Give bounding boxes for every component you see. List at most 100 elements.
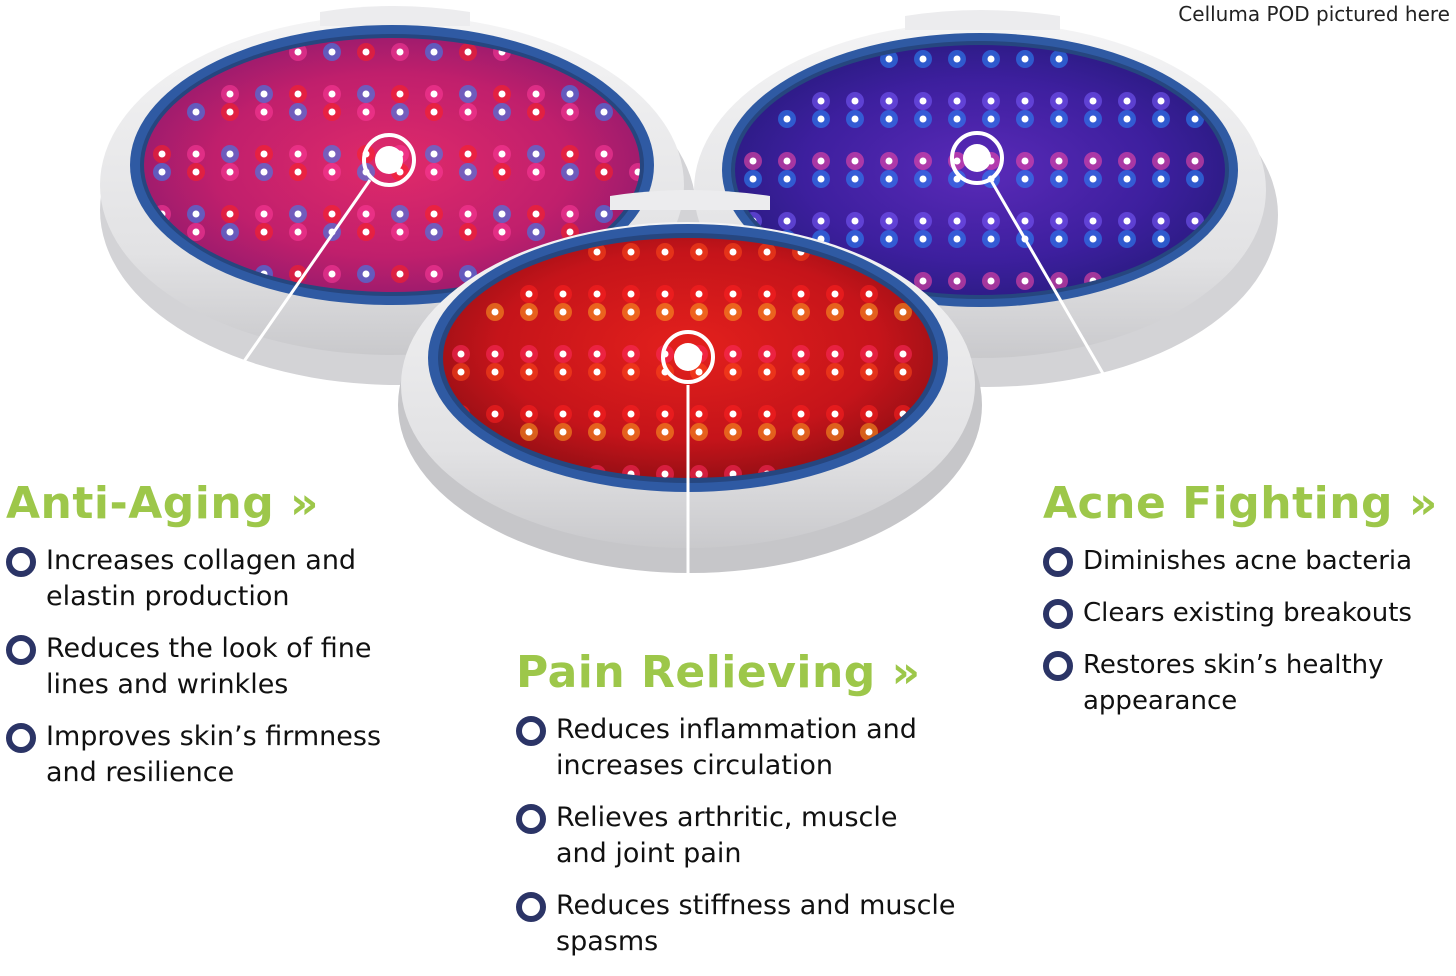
callout-ring-pain — [661, 330, 715, 384]
led-core — [593, 248, 601, 256]
led-core — [661, 308, 669, 316]
benefit-acne-fighting: Acne Fighting » Diminishes acne bacteria… — [1043, 478, 1456, 735]
led-core — [627, 428, 635, 436]
benefit-item: Increases collagen and elastin productio… — [6, 543, 426, 615]
led-core — [695, 470, 703, 478]
led-core — [491, 308, 499, 316]
led-core — [797, 308, 805, 316]
led-core — [763, 368, 771, 376]
benefit-list: Increases collagen and elastin productio… — [6, 543, 426, 791]
bullet-ring-icon — [6, 723, 36, 753]
led-core — [1191, 157, 1199, 165]
benefit-item: Reduces inflammation and increases circu… — [516, 712, 956, 784]
callout-line-anti-aging — [170, 179, 372, 466]
led-core — [1123, 217, 1131, 225]
led-core — [661, 290, 669, 298]
led-core — [1191, 115, 1199, 123]
led-core — [695, 290, 703, 298]
led-core — [1055, 55, 1063, 63]
led-core — [851, 115, 859, 123]
led-core — [763, 410, 771, 418]
led-core — [294, 108, 302, 116]
led-core — [627, 290, 635, 298]
led-core — [797, 350, 805, 358]
led-core — [430, 48, 438, 56]
led-core — [1123, 115, 1131, 123]
led-core — [851, 97, 859, 105]
led-core — [328, 210, 336, 218]
led-core — [1157, 157, 1165, 165]
led-core — [817, 175, 825, 183]
benefit-heading[interactable]: Pain Relieving » — [516, 647, 921, 698]
led-core — [192, 210, 200, 218]
led-core — [226, 210, 234, 218]
led-core — [865, 410, 873, 418]
bullet-ring-icon — [6, 547, 36, 577]
led-core — [729, 410, 737, 418]
product-caption: Celluma POD pictured here — [1178, 2, 1450, 26]
led-core — [899, 308, 907, 316]
led-core — [851, 175, 859, 183]
led-core — [695, 410, 703, 418]
led-core — [1123, 235, 1131, 243]
led-core — [260, 228, 268, 236]
led-core — [430, 168, 438, 176]
led-core — [532, 210, 540, 218]
led-core — [763, 248, 771, 256]
led-core — [695, 248, 703, 256]
led-core — [661, 428, 669, 436]
led-core — [464, 48, 472, 56]
led-core — [1055, 157, 1063, 165]
bullet-ring-icon — [6, 635, 36, 665]
led-core — [763, 350, 771, 358]
callout-ring-acne — [950, 131, 1004, 185]
led-core — [1021, 115, 1029, 123]
led-core — [1055, 97, 1063, 105]
led-core — [627, 350, 635, 358]
led-core — [919, 217, 927, 225]
led-core — [362, 90, 370, 98]
led-core — [831, 428, 839, 436]
led-core — [430, 108, 438, 116]
bullet-ring-icon — [1043, 599, 1073, 629]
led-core — [817, 217, 825, 225]
led-core — [600, 168, 608, 176]
led-core — [226, 108, 234, 116]
benefit-heading[interactable]: Anti-Aging » — [6, 478, 319, 529]
led-core — [362, 228, 370, 236]
led-core — [260, 150, 268, 158]
led-core — [525, 290, 533, 298]
led-core — [396, 48, 404, 56]
led-core — [817, 115, 825, 123]
led-core — [797, 410, 805, 418]
led-core — [1021, 97, 1029, 105]
led-core — [559, 350, 567, 358]
led-core — [1055, 115, 1063, 123]
led-core — [430, 210, 438, 218]
led-core — [953, 277, 961, 285]
led-core — [953, 235, 961, 243]
led-core — [362, 270, 370, 278]
led-core — [763, 308, 771, 316]
led-core — [532, 90, 540, 98]
led-core — [783, 115, 791, 123]
led-core — [525, 308, 533, 316]
benefit-heading[interactable]: Acne Fighting » — [1043, 478, 1438, 529]
benefit-pain-relieving: Pain Relieving » Reduces inflammation an… — [516, 647, 956, 976]
led-core — [749, 175, 757, 183]
led-core — [328, 108, 336, 116]
led-core — [783, 175, 791, 183]
led-core — [593, 290, 601, 298]
led-core — [559, 290, 567, 298]
led-core — [1055, 217, 1063, 225]
bullet-ring-icon — [516, 804, 546, 834]
led-core — [797, 428, 805, 436]
led-core — [953, 217, 961, 225]
led-core — [294, 150, 302, 158]
led-core — [328, 90, 336, 98]
callout-lines — [170, 179, 1158, 632]
bullet-ring-icon — [516, 892, 546, 922]
led-core — [1055, 235, 1063, 243]
led-core — [885, 97, 893, 105]
